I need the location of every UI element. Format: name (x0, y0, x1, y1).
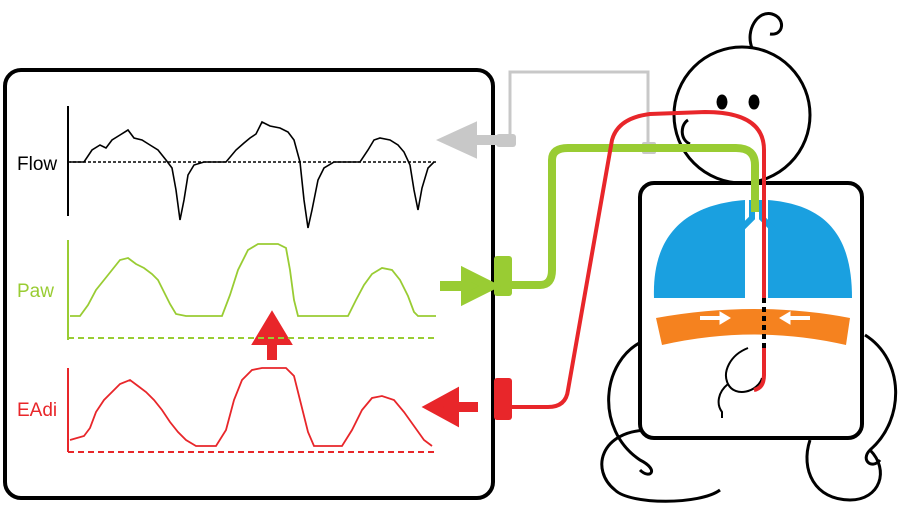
infant-leg-right (805, 439, 882, 502)
ventilator-connector (494, 256, 512, 296)
infant-hair-curl (748, 12, 783, 49)
eadi-label: EAdi (17, 400, 57, 421)
flow-arrow (435, 121, 500, 159)
trigger-arrow (251, 310, 293, 360)
paw-label: Paw (17, 281, 54, 302)
eadi-arrow (421, 386, 478, 428)
infant-arm-right (864, 333, 898, 466)
flow-sensor-connector (496, 134, 516, 147)
infant-head (672, 45, 812, 185)
eadi-connector (494, 378, 512, 420)
infant-eye-right (748, 94, 760, 110)
flow-label: Flow (17, 154, 57, 175)
flow-sensor-tube (508, 70, 650, 148)
eadi-catheter-inner (753, 348, 766, 392)
stomach (717, 347, 763, 418)
paw-waveform (70, 243, 436, 317)
diaphragm-arrows (700, 311, 810, 325)
paw-arrow (440, 265, 502, 307)
infant-mouth (680, 118, 691, 146)
infant-eye-left (716, 94, 728, 110)
eadi-waveform (69, 367, 433, 447)
eadi-catheter (512, 109, 766, 409)
lung-left (653, 200, 745, 298)
infant-leg-left (600, 428, 721, 503)
ventilator-circuit-tube (503, 144, 759, 289)
infant-arm-left (607, 338, 653, 476)
lung-right (768, 200, 852, 298)
lungs (653, 200, 852, 298)
flow-waveform (70, 120, 435, 229)
